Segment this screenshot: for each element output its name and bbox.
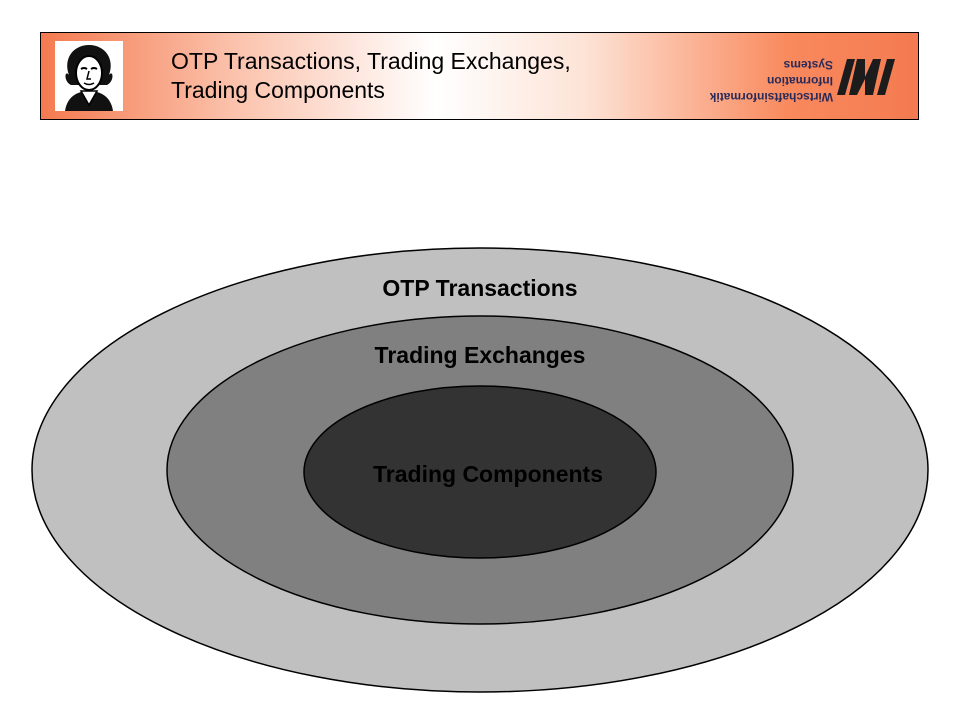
iwi-logo: Wirtschaftsinformatik Information System… xyxy=(710,55,899,104)
ring-trading-components xyxy=(303,385,657,559)
goethe-portrait-icon xyxy=(55,41,123,111)
slide-header: OTP Transactions, Trading Exchanges, Tra… xyxy=(40,32,919,120)
label-trading-components: Trading Components xyxy=(373,461,603,487)
label-trading-exchanges: Trading Exchanges xyxy=(374,342,586,368)
iwi-logo-icon xyxy=(837,59,895,95)
label-otp-transactions: OTP Transactions xyxy=(382,275,578,301)
slide-title: OTP Transactions, Trading Exchanges, Tra… xyxy=(171,48,571,103)
